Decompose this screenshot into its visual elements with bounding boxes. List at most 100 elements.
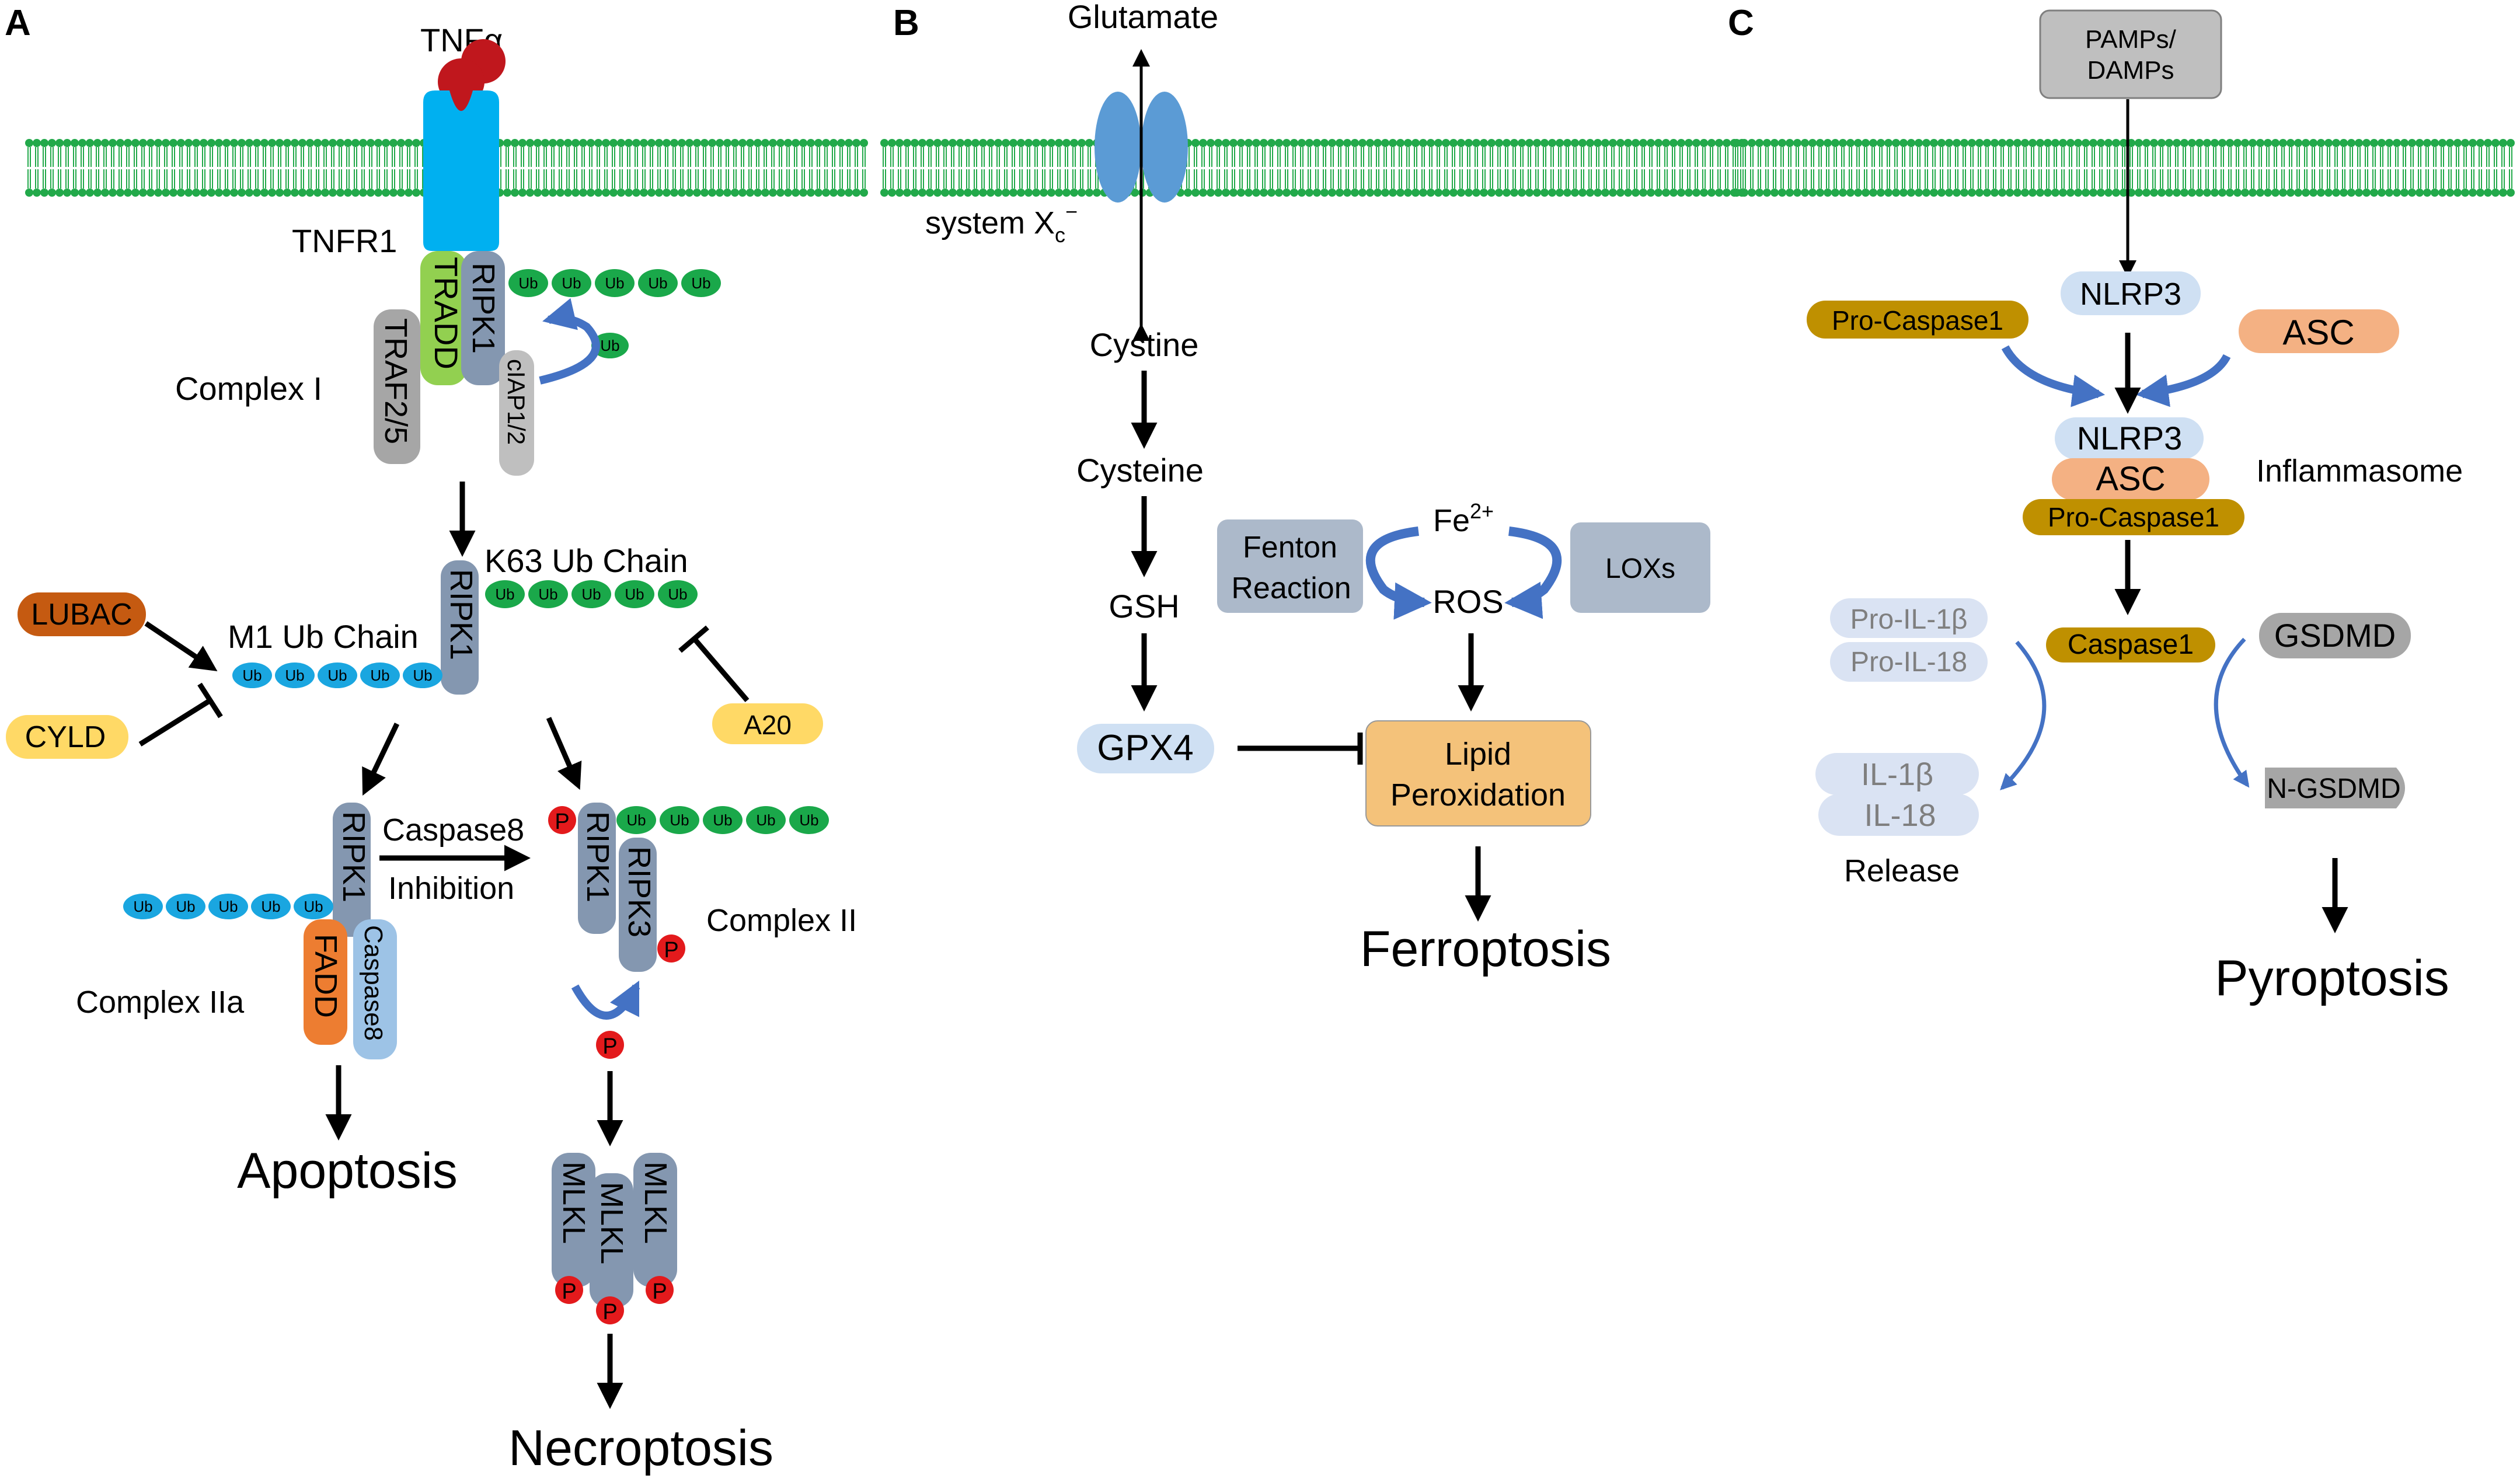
- lipid: [1740, 139, 1748, 197]
- lipid: [860, 139, 868, 197]
- lipid: [2393, 139, 2401, 197]
- panel-letter-c: C: [1728, 3, 1754, 43]
- phospho-ripk3-label: P: [664, 938, 678, 963]
- mlkl-protein-2: [590, 1173, 633, 1307]
- lipid: [276, 139, 284, 197]
- lipid: [903, 139, 911, 197]
- lipid: [933, 139, 942, 197]
- lipid: [1662, 139, 1670, 197]
- lipid: [1024, 139, 1033, 197]
- tradd-protein: [420, 251, 467, 385]
- lipid: [2173, 139, 2181, 197]
- lipid: [405, 139, 413, 197]
- gsdmd-node: [2259, 613, 2411, 658]
- lipid: [1968, 139, 1976, 197]
- lubac-label: LUBAC: [31, 598, 132, 632]
- lipid: [2340, 139, 2348, 197]
- lipid: [55, 139, 64, 197]
- lipid: [382, 139, 390, 197]
- asc-label: ASC: [2282, 313, 2354, 352]
- ubiquitin: Ub: [123, 894, 163, 919]
- lipid: [602, 139, 610, 197]
- lipid: [2302, 139, 2310, 197]
- lipid: [571, 139, 580, 197]
- lipid: [1381, 139, 1389, 197]
- lipid: [1222, 139, 1230, 197]
- ripk1-central: [441, 560, 479, 695]
- lipid: [1199, 139, 1207, 197]
- lipid: [670, 139, 678, 197]
- tnfr1-label: TNFR1: [292, 222, 397, 259]
- inflammasome-pro-caspase1: [2023, 499, 2244, 535]
- ub-label: Ub: [327, 667, 347, 684]
- lipid: [761, 139, 769, 197]
- ubiquitin: Ub: [318, 662, 357, 688]
- lipid: [1991, 139, 1999, 197]
- arrow-to-complex-ii: [546, 717, 582, 790]
- ubiquitin: Ub: [660, 806, 699, 834]
- panel-letter-b: B: [893, 3, 919, 43]
- lipid: [2006, 139, 2014, 197]
- ubiquitin: Ub: [616, 806, 656, 834]
- lipid: [1571, 139, 1579, 197]
- lipid: [754, 139, 762, 197]
- phospho-ripk3: P: [657, 934, 685, 963]
- lipid: [579, 139, 587, 197]
- lipid: [1892, 139, 1900, 197]
- ubiquitin: Ub: [571, 580, 611, 608]
- lipid: [1869, 139, 1877, 197]
- ub-label: Ub: [668, 585, 687, 603]
- lox-cycle-arrow: [1504, 526, 1562, 619]
- lipid: [2385, 139, 2393, 197]
- lipid: [1404, 139, 1412, 197]
- ub-label: Ub: [218, 898, 238, 915]
- lipid: [245, 139, 253, 197]
- lipid: [1328, 139, 1336, 197]
- fenton-label-2: Reaction: [1231, 571, 1351, 605]
- lipid: [1548, 139, 1556, 197]
- lipid: [2097, 139, 2105, 197]
- lipid: [647, 139, 656, 197]
- lipid: [2507, 139, 2515, 197]
- fe-sup: 2+: [1470, 499, 1494, 523]
- lipid: [880, 139, 888, 197]
- lipid: [2203, 139, 2211, 197]
- free-ub-label: Ub: [600, 337, 619, 354]
- inflammasome-asc: [2052, 458, 2209, 500]
- lipid: [1510, 139, 1518, 197]
- ubiquitin: Ub: [681, 269, 721, 297]
- lipid: [784, 139, 792, 197]
- pamps-damps-box: [2039, 9, 2222, 99]
- lipid: [792, 139, 800, 197]
- lipid: [2446, 139, 2454, 197]
- lipid: [1624, 139, 1632, 197]
- ubiquitin: Ub: [789, 806, 829, 834]
- lipid: [2378, 139, 2386, 197]
- ub-label: Ub: [605, 274, 624, 292]
- lipid: [200, 139, 208, 197]
- lipid: [1389, 139, 1397, 197]
- lipid: [1922, 139, 1930, 197]
- lipid: [1733, 139, 1741, 197]
- lipid: [987, 139, 995, 197]
- a20-inhibit: [692, 637, 750, 702]
- lipid: [663, 139, 671, 197]
- lipid: [1723, 139, 1731, 197]
- lipid: [2233, 139, 2242, 197]
- lipid-peroxidation-box: [1365, 720, 1591, 827]
- lipid: [731, 139, 739, 197]
- lipid: [1290, 139, 1298, 197]
- lipid: [640, 139, 648, 197]
- lipid: [594, 139, 602, 197]
- lipid: [518, 139, 527, 197]
- panel-a: A TNFα TNFR1 TRADD RIPK1 TRAF2/5 cIAP1/2…: [5, 3, 857, 1476]
- lipid-label-2: Peroxidation: [1390, 777, 1566, 813]
- lipid: [2142, 139, 2150, 197]
- lipid: [1738, 139, 1746, 197]
- lipid: [1609, 139, 1617, 197]
- lipid: [1267, 139, 1275, 197]
- lipid: [2089, 139, 2097, 197]
- lipid: [911, 139, 919, 197]
- lipid: [1586, 139, 1594, 197]
